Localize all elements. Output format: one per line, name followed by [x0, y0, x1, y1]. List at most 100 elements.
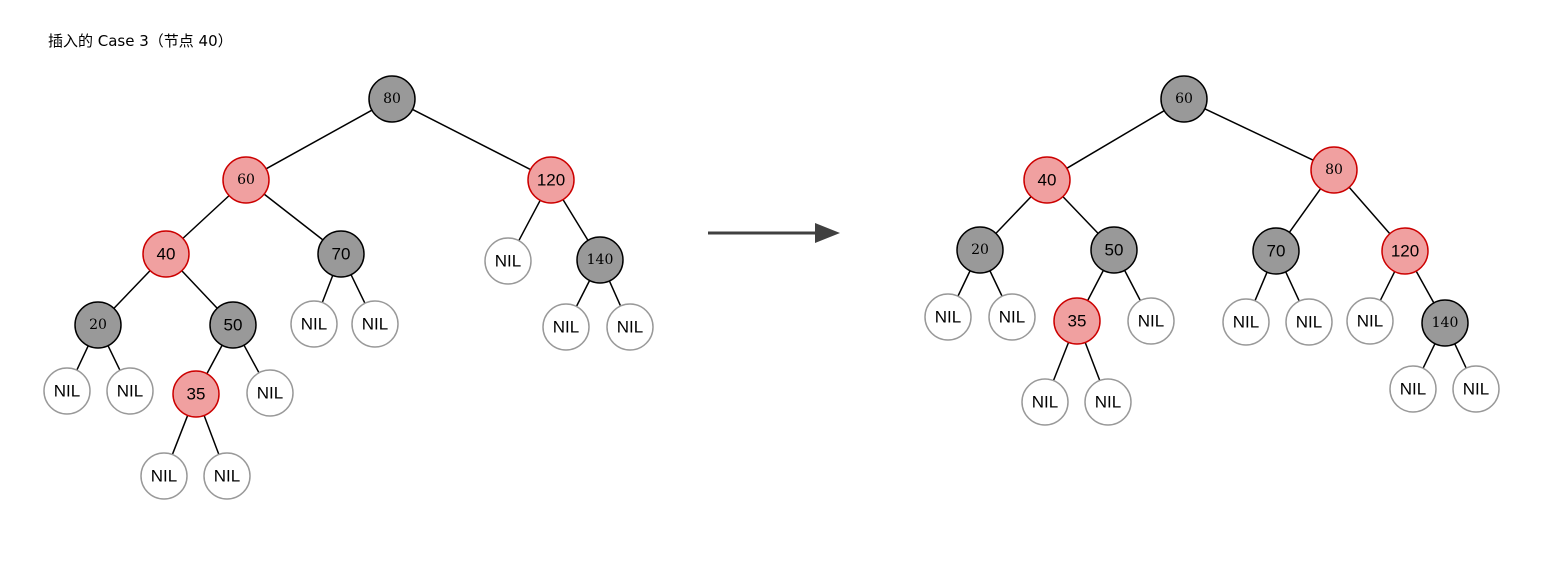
- node-circle: [484, 237, 532, 285]
- tree-node-before-b40: 40: [142, 230, 190, 278]
- tree-node-after-anil35b: NIL: [1084, 378, 1132, 426]
- node-circle: [924, 293, 972, 341]
- node-circle: [1090, 226, 1138, 274]
- tree-node-before-b35: 35: [172, 370, 220, 418]
- node-label: 50: [224, 316, 243, 335]
- node-circle: [1160, 75, 1208, 123]
- node-circle: [1381, 227, 1429, 275]
- tree-node-after-a20: 20: [956, 226, 1004, 274]
- node-circle: [43, 367, 91, 415]
- edge-after-a120-a140: [1415, 270, 1435, 304]
- tree-node-after-anil140a: NIL: [1389, 365, 1437, 413]
- tree-node-before-bnil50: NIL: [246, 369, 294, 417]
- node-label: 20: [89, 317, 107, 333]
- node-label: 120: [537, 171, 565, 190]
- edge-after-a120-anil120: [1379, 271, 1396, 301]
- tree-node-after-a35: 35: [1053, 297, 1101, 345]
- node-circle: [1310, 146, 1358, 194]
- tree-node-before-bnil70b: NIL: [351, 300, 399, 348]
- edge-before-b140-bnil140b: [608, 280, 622, 307]
- edge-before-b70-bnil70a: [321, 275, 334, 303]
- node-label: NIL: [301, 315, 327, 334]
- tree-node-before-b60: 60: [222, 156, 270, 204]
- edge-before-b60-b70: [263, 193, 324, 241]
- tree-node-after-a120: 120: [1381, 227, 1429, 275]
- node-label: 50: [1105, 241, 1124, 260]
- tree-node-after-anil70b: NIL: [1285, 298, 1333, 346]
- edge-before-b50-bnil50: [243, 344, 260, 374]
- node-label: 60: [237, 172, 255, 188]
- node-label: NIL: [257, 384, 283, 403]
- node-circle: [246, 369, 294, 417]
- node-circle: [74, 301, 122, 349]
- edge-before-b140-bnil140a: [575, 280, 591, 307]
- diagram-title: 插入的 Case 3（节点 40）: [48, 32, 233, 50]
- node-label: NIL: [1233, 313, 1259, 332]
- node-label: NIL: [617, 318, 643, 337]
- node-circle: [1222, 298, 1270, 346]
- node-label: NIL: [553, 318, 579, 337]
- tree-node-after-a40: 40: [1023, 156, 1071, 204]
- edge-before-b40-b20: [113, 270, 151, 309]
- tree-node-after-anil35a: NIL: [1021, 378, 1069, 426]
- tree-node-before-bnil140a: NIL: [542, 303, 590, 351]
- node-circle: [527, 156, 575, 204]
- node-circle: [1053, 297, 1101, 345]
- node-label: 140: [1432, 315, 1459, 331]
- node-circle: [1252, 227, 1300, 275]
- node-label: 35: [1068, 312, 1087, 331]
- node-label: NIL: [999, 308, 1025, 327]
- tree-node-before-bnil120: NIL: [484, 237, 532, 285]
- node-circle: [106, 367, 154, 415]
- tree-node-before-bnil70a: NIL: [290, 300, 338, 348]
- tree-node-after-anil20b: NIL: [988, 293, 1036, 341]
- tree-node-after-anil20a: NIL: [924, 293, 972, 341]
- edge-after-a35-anil35b: [1084, 342, 1101, 381]
- tree-node-before-b120: 120: [527, 156, 575, 204]
- node-circle: [542, 303, 590, 351]
- node-label: NIL: [495, 252, 521, 271]
- edge-after-a80-a70: [1288, 188, 1322, 233]
- edge-after-a20-anil20a: [957, 270, 971, 297]
- node-label: 40: [157, 245, 176, 264]
- edge-after-a70-anil70b: [1285, 271, 1300, 302]
- tree-node-after-anil120: NIL: [1346, 297, 1394, 345]
- edge-after-a80-a120: [1348, 186, 1391, 235]
- edge-after-a40-a20: [995, 196, 1032, 234]
- edge-after-a50-a35: [1086, 270, 1105, 301]
- tree-node-before-b80: 80: [368, 75, 416, 123]
- edge-before-b40-b50: [181, 270, 218, 309]
- tree-node-before-b70: 70: [317, 230, 365, 278]
- edge-after-a70-anil70a: [1254, 271, 1268, 302]
- tree-node-after-a60: 60: [1160, 75, 1208, 123]
- tree-node-after-anil70a: NIL: [1222, 298, 1270, 346]
- node-label: NIL: [362, 315, 388, 334]
- tree-node-before-b50: 50: [209, 301, 257, 349]
- edge-before-b80-b60: [265, 109, 373, 170]
- node-label: 70: [1267, 242, 1286, 261]
- tree-node-before-bnil140b: NIL: [606, 303, 654, 351]
- edge-after-a60-a80: [1204, 108, 1314, 161]
- edge-before-b80-b120: [412, 108, 531, 171]
- node-circle: [988, 293, 1036, 341]
- node-circle: [351, 300, 399, 348]
- node-label: NIL: [117, 382, 143, 401]
- node-circle: [1346, 297, 1394, 345]
- node-label: NIL: [1296, 313, 1322, 332]
- node-label: NIL: [1138, 312, 1164, 331]
- tree-node-before-bnil20a: NIL: [43, 367, 91, 415]
- node-label: NIL: [1463, 380, 1489, 399]
- node-circle: [290, 300, 338, 348]
- tree-node-after-a140: 140: [1421, 299, 1469, 347]
- node-label: NIL: [1032, 393, 1058, 412]
- edge-before-b60-b40: [182, 195, 230, 239]
- edge-after-a140-anil140b: [1454, 343, 1467, 369]
- tree-node-before-bnil35a: NIL: [140, 452, 188, 500]
- node-circle: [1084, 378, 1132, 426]
- edge-after-a50-anil50: [1123, 270, 1142, 301]
- node-label: 40: [1038, 171, 1057, 190]
- edge-before-b120-bnil120: [518, 199, 541, 242]
- node-circle: [606, 303, 654, 351]
- node-label: NIL: [1095, 393, 1121, 412]
